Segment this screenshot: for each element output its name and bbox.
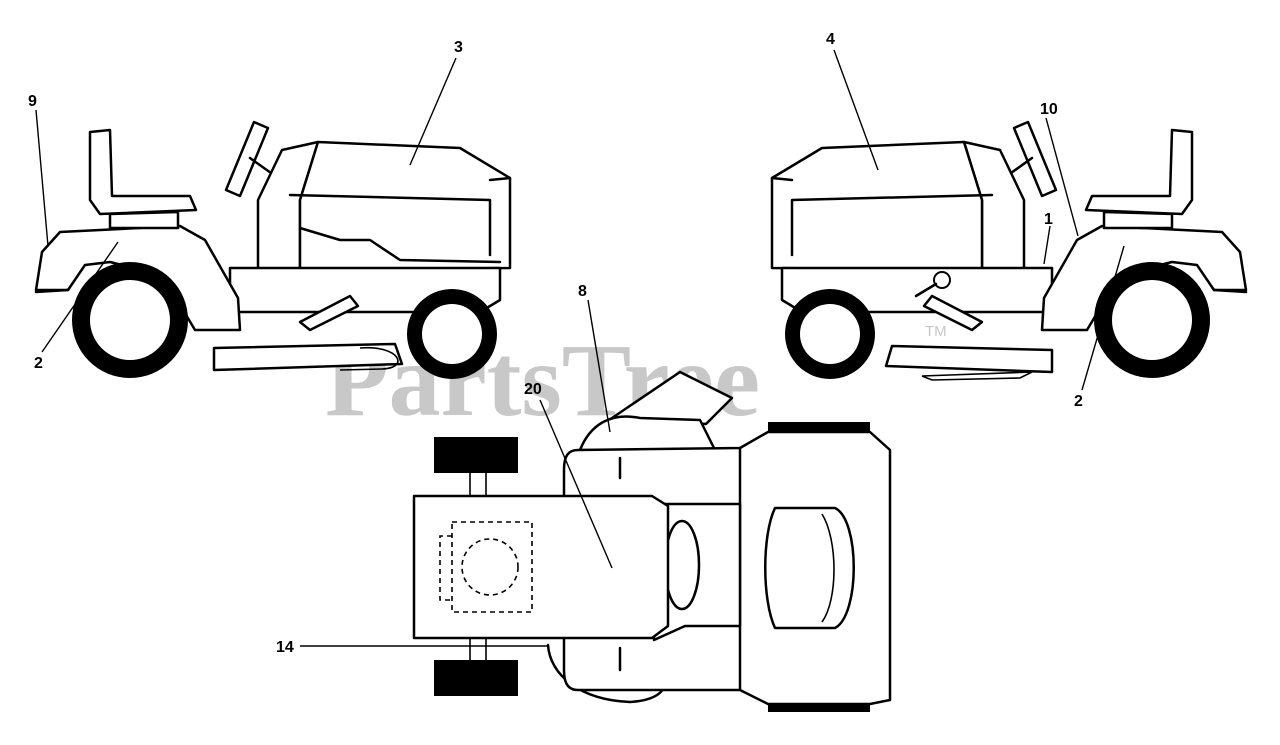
top-seat-outline	[439, 521, 533, 613]
callout-3: 3	[454, 39, 463, 56]
callout-leaders	[35, 49, 1125, 647]
left-hood	[298, 140, 512, 272]
tractor-right-side-view	[770, 120, 1248, 381]
top-rear-tire-lower	[434, 660, 518, 696]
right-front-wheel	[785, 289, 875, 379]
left-rear-fender	[34, 224, 242, 332]
top-steering-wheel	[663, 519, 701, 611]
top-rear-deck	[412, 494, 670, 640]
right-rear-fender	[1040, 224, 1248, 332]
left-front-wheel	[407, 289, 497, 379]
right-seat	[1084, 128, 1194, 230]
callout-2-left: 2	[34, 355, 43, 372]
right-hood	[770, 140, 984, 272]
right-rear-wheel	[1094, 262, 1210, 378]
right-height-lever	[914, 271, 951, 298]
left-mower-deck	[212, 342, 404, 372]
left-seat	[88, 128, 198, 230]
top-rear-tire-upper	[434, 437, 518, 473]
callout-8: 8	[578, 283, 587, 300]
right-mower-deck	[884, 344, 1054, 374]
tractor-top-view	[412, 370, 892, 712]
callout-1: 1	[1044, 211, 1053, 228]
callout-20: 20	[524, 381, 542, 398]
trademark-mark: TM	[925, 323, 947, 340]
callout-9: 9	[28, 93, 37, 110]
left-foot-pedal	[298, 294, 360, 332]
callout-4: 4	[826, 31, 835, 48]
top-steering-area	[578, 415, 718, 454]
callout-14: 14	[276, 639, 294, 656]
left-rear-wheel	[72, 262, 188, 378]
right-foot-pedal	[922, 294, 984, 332]
tractor-left-side-view	[34, 120, 512, 379]
callout-2-right: 2	[1074, 393, 1083, 410]
top-grille	[764, 506, 855, 630]
callout-10: 10	[1040, 101, 1058, 118]
